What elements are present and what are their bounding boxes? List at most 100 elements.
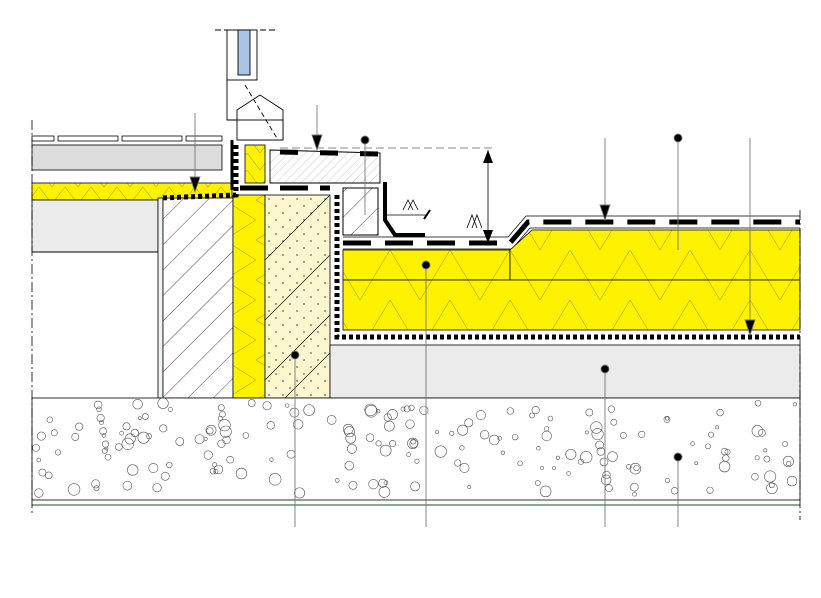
gravel-stone <box>365 433 375 442</box>
gravel-stone <box>434 445 447 458</box>
gravel-stone <box>585 408 594 417</box>
gravel-stone <box>247 399 256 407</box>
gravel-stone <box>326 415 337 425</box>
gravel-stone <box>378 486 391 498</box>
screed-layer <box>31 144 223 171</box>
gravel-stone <box>512 433 519 441</box>
gravel-stone <box>607 405 615 413</box>
gravel-stone <box>705 443 711 450</box>
gravel-stone <box>389 440 397 448</box>
gravel-stone <box>335 478 340 483</box>
gravel-stone <box>751 473 759 481</box>
gravel-stone <box>600 474 612 486</box>
gravel-stone <box>115 443 123 451</box>
gravel-stone <box>768 482 775 489</box>
gravel-stone <box>782 441 788 447</box>
break-lines <box>31 120 801 520</box>
gravel-stone <box>289 407 300 418</box>
gravel-stone <box>345 432 357 444</box>
gravel-stone <box>629 462 642 475</box>
leader-dot-icon <box>421 260 431 270</box>
gravel-stone <box>763 455 771 463</box>
block-hatch <box>264 194 331 399</box>
gravel-stone <box>44 471 53 480</box>
gravel-stone <box>602 470 611 480</box>
wall-insulation <box>232 194 266 399</box>
gravel-stone <box>459 445 465 451</box>
gravel-stone <box>540 465 544 470</box>
gravel-stone <box>36 431 46 441</box>
leader-arrow-icon <box>744 319 756 337</box>
gravel-stone <box>410 438 417 445</box>
gravel-stone <box>408 404 415 411</box>
gravel-stone <box>101 433 107 438</box>
gravel-stone <box>419 405 429 415</box>
gravel-stone <box>166 461 173 469</box>
edge-timber <box>342 187 379 236</box>
gravel-stone <box>715 425 720 430</box>
gravel-stone <box>410 481 420 492</box>
gravel-stone <box>403 405 411 413</box>
glazing <box>237 29 251 76</box>
gravel-stone <box>99 427 107 435</box>
slope-symbols <box>385 199 483 229</box>
gravel-stone <box>663 416 671 423</box>
gravel-stone <box>475 410 486 421</box>
gravel-stone <box>34 488 44 498</box>
gravel-stone <box>124 433 136 445</box>
gravel-stone <box>718 460 731 473</box>
gravel-stone <box>303 404 315 416</box>
gravel-stone <box>217 415 223 421</box>
gravel-stone <box>160 471 170 481</box>
gravel-stone <box>535 480 541 486</box>
gravel-stone <box>665 416 670 421</box>
gravel-stone <box>599 457 609 467</box>
gravel-stone <box>148 463 159 473</box>
gravel-stone <box>348 480 358 490</box>
gravel-stone <box>346 443 357 454</box>
gravel-stone <box>409 439 418 449</box>
gravel-stone <box>294 487 306 499</box>
gravel-stone <box>479 430 490 440</box>
gravel-stone <box>497 436 502 441</box>
gravel-stone <box>384 420 395 432</box>
gravel-stone <box>464 418 474 428</box>
gravel-stone <box>383 480 389 485</box>
gravel-stone <box>405 419 415 429</box>
gravel-stone <box>213 464 224 475</box>
gravel-stone <box>138 416 142 420</box>
gravel-stone <box>607 451 618 462</box>
gravel-stone <box>541 430 552 442</box>
gravel-stone <box>387 409 398 420</box>
gravel-stone <box>566 471 571 476</box>
gravel-stone <box>75 422 84 431</box>
gravel-stone <box>536 445 541 451</box>
gravel-stone <box>99 419 104 425</box>
gravel-stone <box>344 426 356 438</box>
gravel-stone <box>226 455 234 464</box>
gravel-stone <box>344 460 355 471</box>
gravel-stone <box>694 461 699 466</box>
gravel-stone <box>786 461 792 467</box>
gravel-stone <box>555 455 560 460</box>
gravel-stone <box>122 480 133 491</box>
window-frame <box>215 29 284 141</box>
floor-tiles <box>31 135 223 142</box>
leader-dot-icon <box>673 452 683 462</box>
gravel-stone <box>67 483 81 496</box>
gravel-stone <box>218 419 231 432</box>
gravel-stone <box>93 485 100 492</box>
gravel-stone <box>137 431 150 444</box>
gravel-stone <box>786 475 798 487</box>
gravel-stone <box>205 424 217 436</box>
gravel-stone <box>269 457 274 462</box>
gravel-stone <box>633 465 640 472</box>
gravel-stone <box>219 425 232 438</box>
gravel-stone <box>754 455 760 461</box>
gravel-stone <box>217 404 225 412</box>
gravel-bed <box>31 397 801 501</box>
gravel-stone <box>539 485 552 498</box>
gravel-stone <box>690 441 695 446</box>
gravel-stone <box>454 459 462 467</box>
gravel-stone <box>368 479 379 490</box>
